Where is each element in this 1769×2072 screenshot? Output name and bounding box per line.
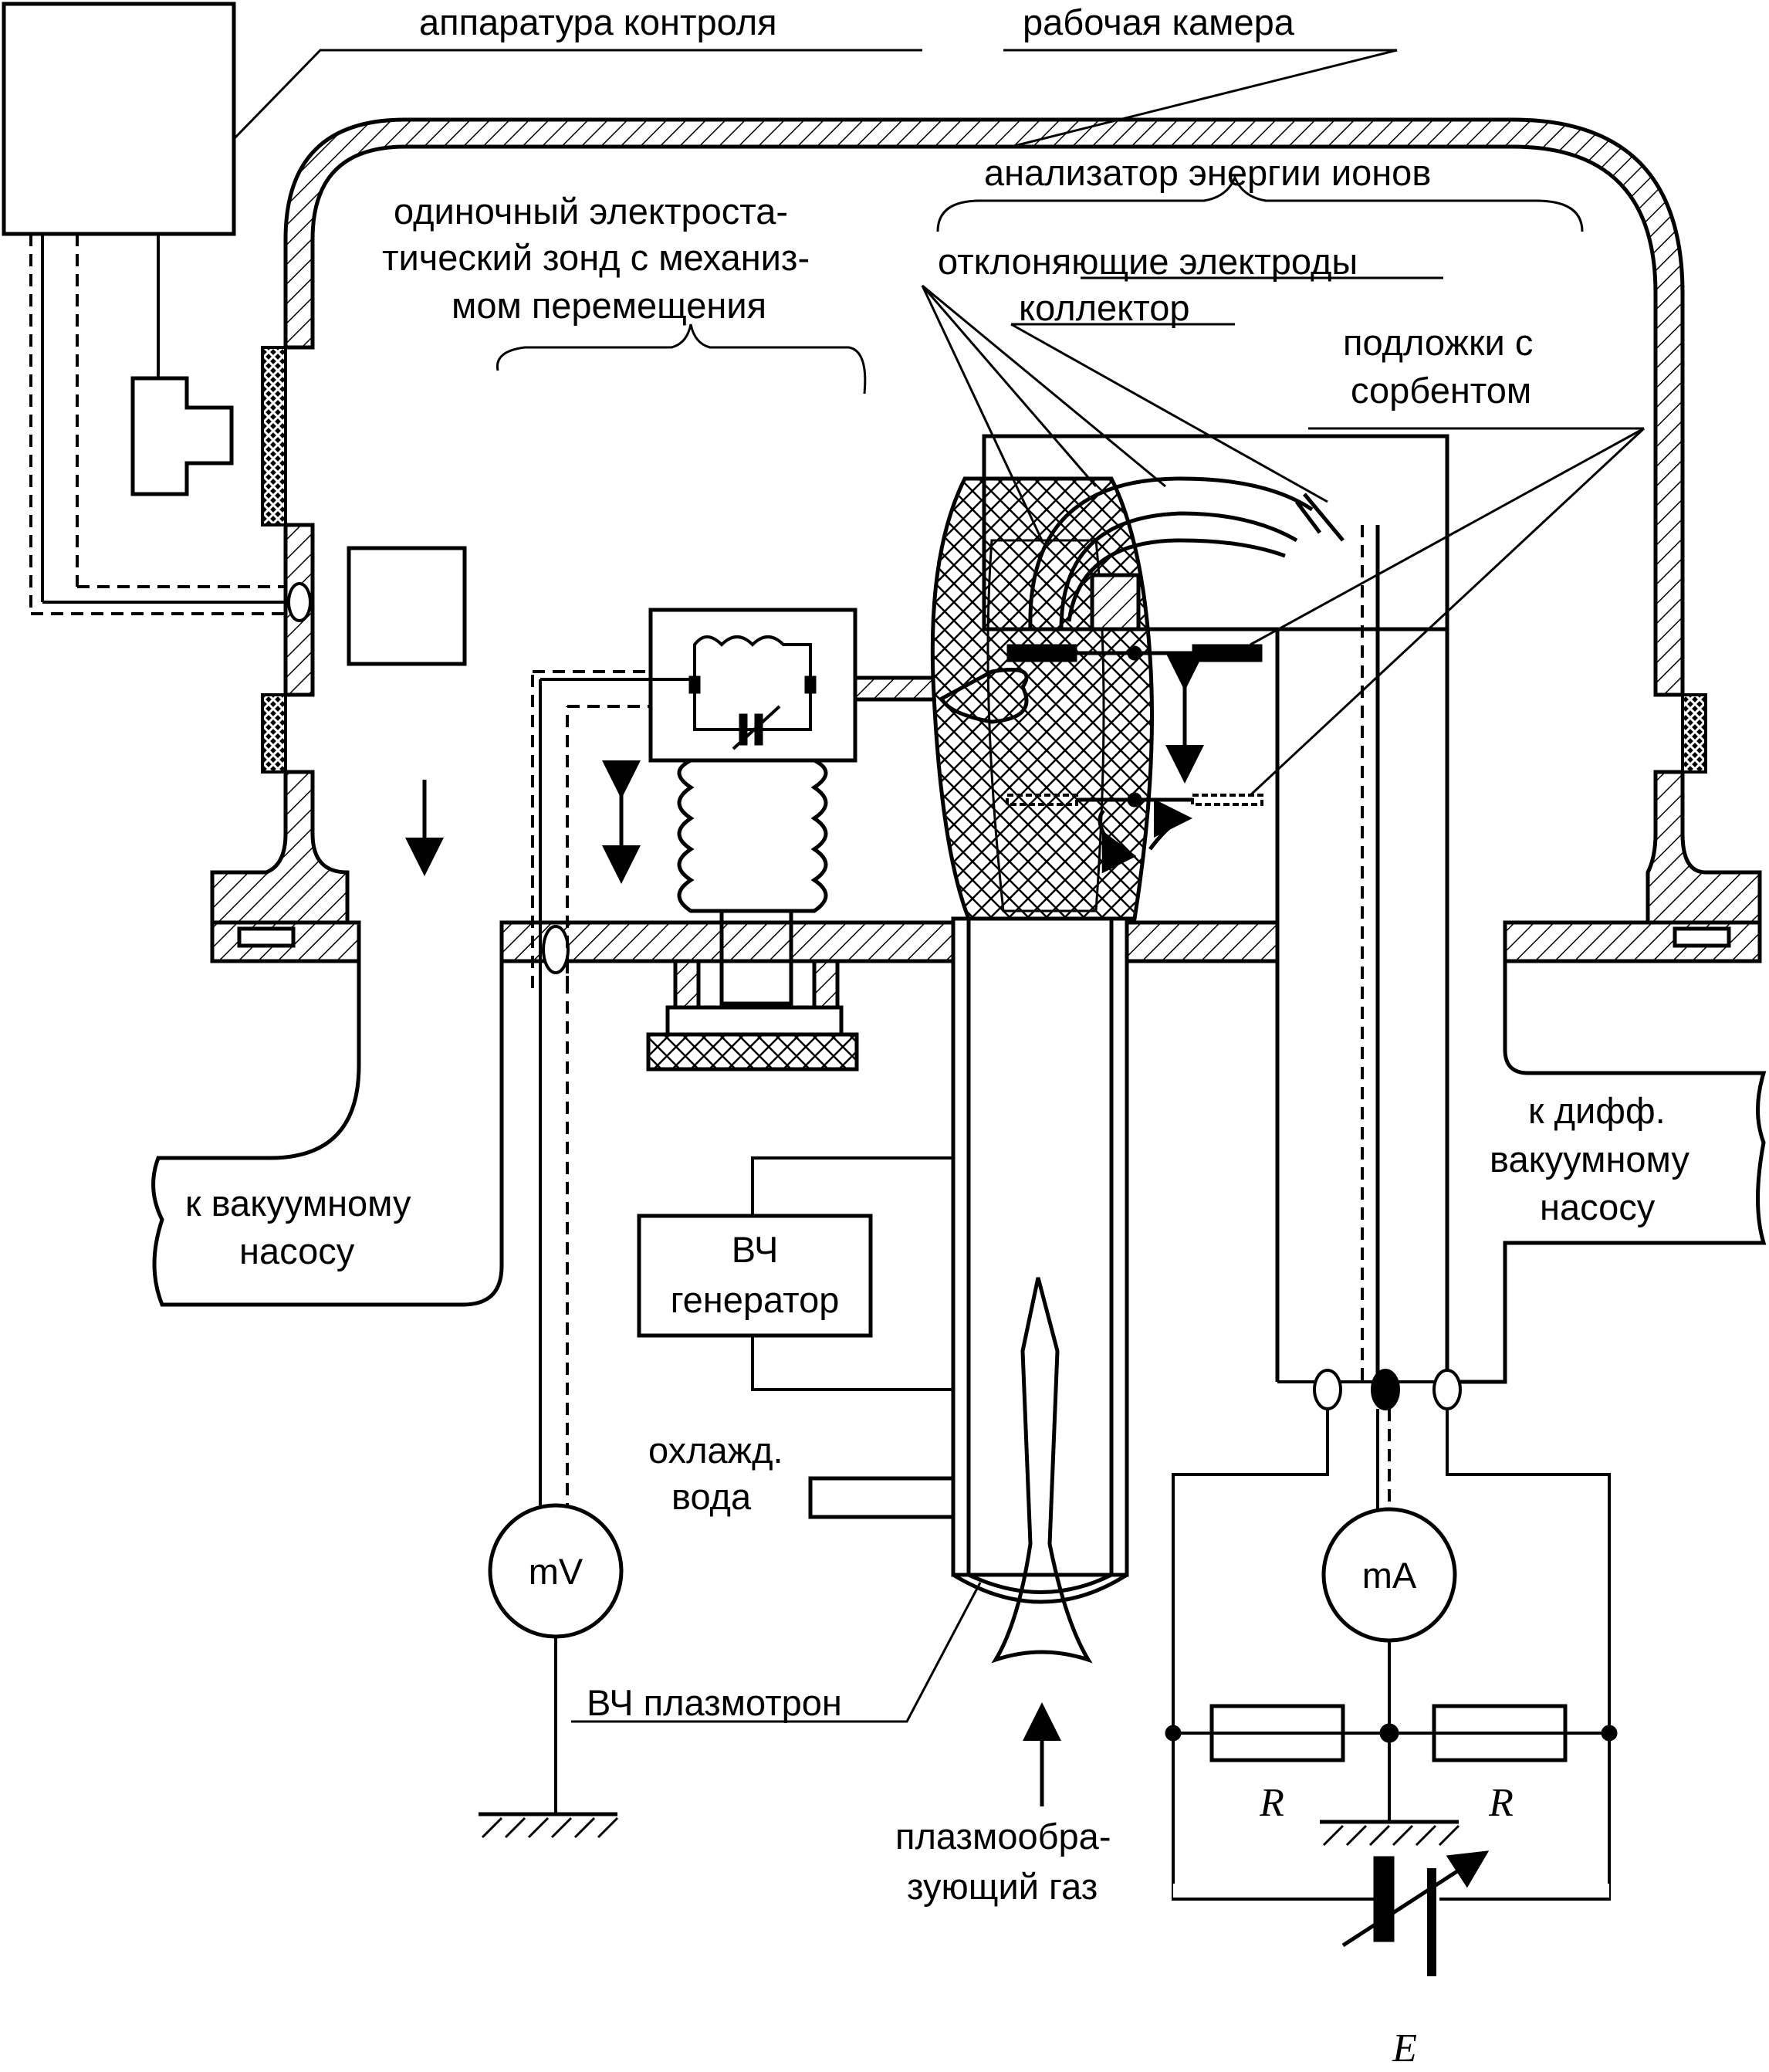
probe-label-2: тический зонд с механиз- xyxy=(382,237,810,278)
ion-energy-analyzer xyxy=(982,434,1505,1410)
plasma-gas-label-1: плазмообра- xyxy=(895,1816,1111,1857)
resistor-right-label: R xyxy=(1488,1781,1514,1825)
control-equipment-label: аппаратура контроля xyxy=(419,2,777,42)
cooling-water-label-1: охлажд. xyxy=(648,1430,783,1471)
rf-generator-label-2: генератор xyxy=(671,1279,840,1320)
cooling-water-label-2: вода xyxy=(671,1476,752,1517)
probe-label-1: одиночный электроста- xyxy=(394,191,788,232)
working-chamber xyxy=(210,117,1762,925)
probe-label-3: мом перемещения xyxy=(452,285,766,326)
milliammeter-label: mA xyxy=(1362,1555,1417,1596)
diff-pump-duct: к дифф. вакуумному насосу xyxy=(1451,961,1767,1384)
plasma-gas-label-2: зующий газ xyxy=(907,1866,1098,1907)
diff-pump-label-1: к дифф. xyxy=(1528,1090,1666,1131)
collector-label: коллектор xyxy=(1019,287,1190,328)
substrates-label-1: подложки с xyxy=(1343,322,1533,363)
vacuum-pump-duct: к вакуумному насосу xyxy=(151,961,504,1307)
rf-generator-label-1: ВЧ xyxy=(732,1229,779,1270)
ion-energy-analyzer-label: анализатор энергии ионов xyxy=(984,152,1431,193)
probe-assembly xyxy=(531,608,1023,1072)
rf-plasmatron-label: ВЧ плазмотрон xyxy=(587,1682,842,1723)
vacuum-pump-label-2: насосу xyxy=(239,1231,355,1271)
control-equipment xyxy=(2,2,467,666)
emf-label: E xyxy=(1392,2026,1417,2070)
working-chamber-label: рабочая камера xyxy=(1023,2,1295,42)
measurement-circuit: mA R R E xyxy=(1165,1409,1618,2070)
deflecting-electrodes-label: отклоняющие электроды xyxy=(938,241,1358,282)
base-plate xyxy=(210,780,1762,974)
diff-pump-label-2: вакуумному xyxy=(1490,1139,1690,1180)
rf-generator: ВЧ генератор xyxy=(637,1156,953,1391)
leader-lines xyxy=(232,49,1646,797)
millivoltmeter: mV xyxy=(479,961,624,1839)
substrates-label-2: сорбентом xyxy=(1351,370,1531,411)
text-labels: аппаратура контроля рабочая камера анали… xyxy=(382,2,1533,411)
diff-pump-label-3: насосу xyxy=(1540,1187,1656,1227)
millivoltmeter-label: mV xyxy=(529,1551,583,1592)
resistor-left-label: R xyxy=(1259,1781,1284,1825)
vacuum-pump-label-1: к вакуумному xyxy=(185,1183,411,1224)
